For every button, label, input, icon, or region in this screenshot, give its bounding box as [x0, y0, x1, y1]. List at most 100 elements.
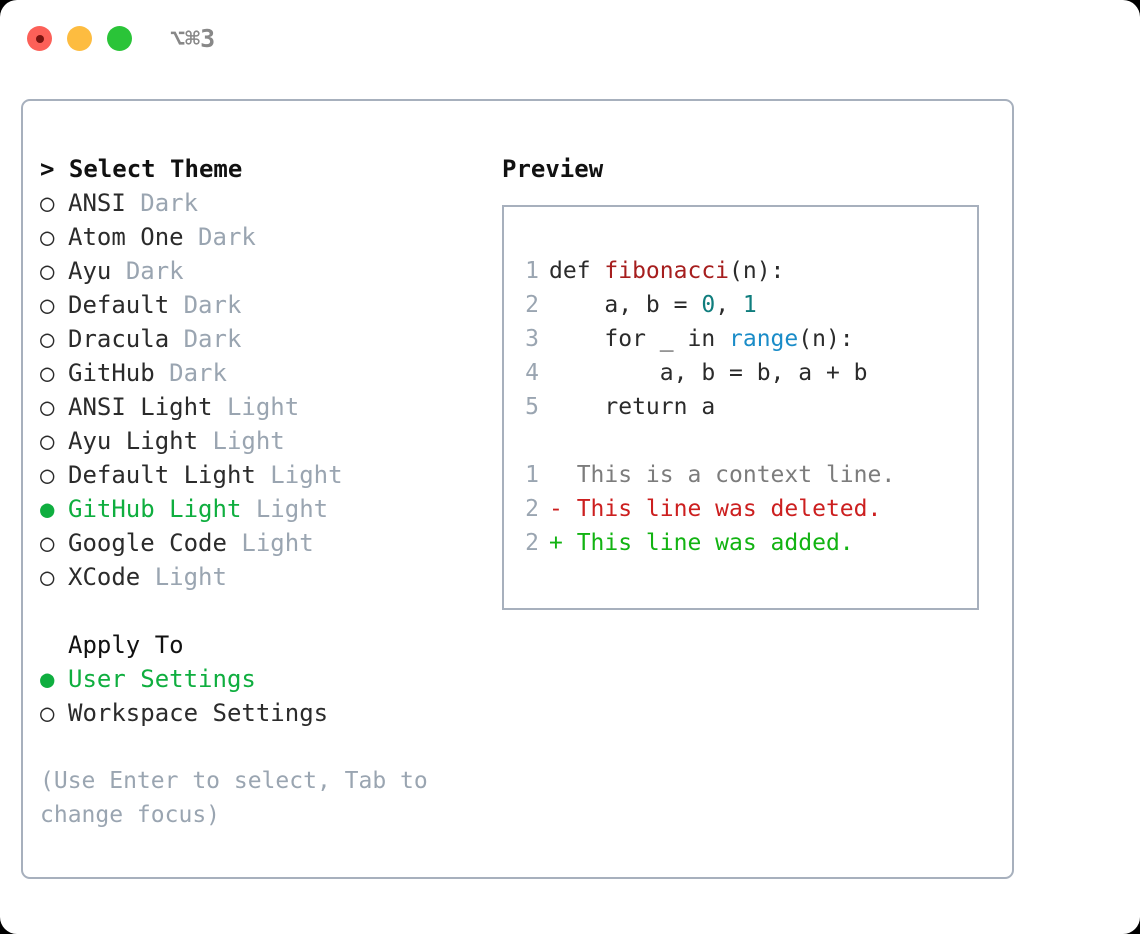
theme-option[interactable]: ○ Atom One Dark: [40, 220, 500, 254]
code-token: a, b = b, a + b: [549, 360, 868, 386]
line-number: 2: [525, 292, 539, 318]
theme-option-category: Dark: [183, 325, 242, 353]
theme-option-label: GitHub: [68, 359, 155, 387]
close-window-button[interactable]: [27, 26, 52, 51]
diff-line-text: + This line was added.: [549, 530, 854, 556]
apply-to-list: ● User Settings ○ Workspace Settings: [40, 662, 500, 730]
code-spacer: [517, 424, 895, 458]
theme-list: ○ANSI Dark○Atom One Dark○Ayu Dark○Defaul…: [40, 186, 500, 594]
keyboard-shortcut-label: ⌥⌘3: [170, 24, 216, 53]
apply-to-option-label: Workspace Settings: [68, 699, 329, 727]
radio-unselected-icon: ○: [40, 393, 55, 421]
radio-unselected-icon: ○: [40, 325, 55, 353]
theme-option-category: Light: [212, 427, 285, 455]
line-number: 4: [525, 360, 539, 386]
minimize-window-button[interactable]: [67, 26, 92, 51]
theme-option-category: Light: [154, 563, 227, 591]
code-token: return a: [549, 394, 716, 420]
theme-option[interactable]: ○ANSI Dark: [40, 186, 500, 220]
diff-line: 1 This is a context line.: [517, 458, 895, 492]
radio-unselected-icon: ○: [40, 257, 55, 285]
radio-selected-icon: ●: [40, 665, 55, 693]
line-number: 2: [525, 496, 539, 522]
select-theme-heading: > Select Theme: [40, 155, 243, 183]
code-line: 5 return a: [517, 390, 895, 424]
diff-line-text: - This line was deleted.: [549, 496, 882, 522]
theme-option-label: ANSI Light: [68, 393, 213, 421]
code-line: 3 for _ in range(n):: [517, 322, 895, 356]
theme-option-label: Ayu: [68, 257, 112, 285]
code-token: (n):: [798, 326, 854, 352]
theme-option-category: Light: [270, 461, 343, 489]
line-number: 5: [525, 394, 539, 420]
theme-option[interactable]: ○ Default Light Light: [40, 458, 500, 492]
radio-unselected-icon: ○: [40, 359, 55, 387]
theme-option-category: Light: [255, 495, 329, 523]
theme-option-label: Default Light: [68, 461, 256, 489]
theme-option[interactable]: ● GitHub Light Light: [40, 492, 500, 526]
apply-to-option[interactable]: ○ Workspace Settings: [40, 696, 500, 730]
theme-option-label: Ayu Light: [68, 427, 199, 455]
theme-option-label: Dracula: [68, 325, 170, 353]
theme-option[interactable]: ○ ANSI Light Light: [40, 390, 500, 424]
radio-unselected-icon: ○: [40, 291, 55, 319]
theme-option-category: Light: [226, 393, 300, 421]
theme-option[interactable]: ○ XCode Light: [40, 560, 500, 594]
theme-option-category: Dark: [198, 223, 256, 251]
code-token: 0: [701, 292, 716, 318]
code-line: 2 a, b = 0, 1: [517, 288, 895, 322]
radio-unselected-icon: ○: [40, 699, 55, 727]
apply-to-option[interactable]: ● User Settings: [40, 662, 500, 696]
code-token: def: [549, 258, 605, 284]
keyboard-hint-text: (Use Enter to select, Tab to change focu…: [40, 768, 428, 828]
theme-option[interactable]: ○ Dracula Dark: [40, 322, 500, 356]
maximize-window-button[interactable]: [107, 26, 132, 51]
title-bar: ⌥⌘3: [0, 0, 1140, 78]
theme-option-label: Default: [68, 291, 170, 319]
diff-line-text: This is a context line.: [549, 462, 896, 488]
theme-option-category: Dark: [125, 257, 184, 285]
code-token: 1: [742, 292, 757, 318]
code-line: 4 a, b = b, a + b: [517, 356, 895, 390]
code-token: for _ in: [549, 326, 730, 352]
line-number: 1: [525, 258, 539, 284]
theme-option-label: Atom One: [68, 223, 184, 251]
radio-unselected-icon: ○: [40, 461, 55, 489]
theme-option[interactable]: ○ Default Dark: [40, 288, 500, 322]
apply-to-heading: Apply To: [68, 631, 184, 659]
radio-unselected-icon: ○: [40, 223, 55, 251]
theme-option-category: Dark: [140, 189, 199, 217]
theme-option-category: Light: [241, 529, 314, 557]
theme-option[interactable]: ○ GitHub Dark: [40, 356, 500, 390]
radio-unselected-icon: ○: [40, 563, 55, 591]
apply-to-section: Apply To ● User Settings ○ Workspace Settin…: [40, 628, 500, 730]
diff-line: 2 + This line was added.: [517, 526, 895, 560]
apply-to-option-label: User Settings: [68, 665, 256, 693]
diff-line: 2 - This line was deleted.: [517, 492, 895, 526]
theme-option[interactable]: ○Ayu Light Light: [40, 424, 500, 458]
code-token: ,: [715, 292, 743, 318]
theme-option[interactable]: ○ Ayu Dark: [40, 254, 500, 288]
line-number: 1: [525, 462, 539, 488]
theme-option-category: Dark: [169, 359, 227, 387]
code-token: (n):: [729, 258, 785, 284]
radio-unselected-icon: ○: [40, 189, 55, 217]
code-line: 1 def fibonacci(n):: [517, 254, 895, 288]
theme-option-label: GitHub Light: [68, 495, 242, 523]
code-token: a, b =: [549, 292, 702, 318]
code-token: range: [729, 326, 799, 352]
theme-option[interactable]: ○Google Code Light: [40, 526, 500, 560]
line-number: 3: [525, 326, 539, 352]
main-panel: > Select Theme ○ANSI Dark○Atom One Dark○…: [21, 99, 1014, 879]
code-token: fibonacci: [604, 258, 730, 284]
preview-heading: Preview: [502, 155, 604, 183]
line-number: 2: [525, 530, 539, 556]
theme-option-category: Dark: [183, 291, 242, 319]
radio-selected-icon: ●: [40, 495, 55, 523]
theme-option-label: XCode: [68, 563, 141, 591]
radio-unselected-icon: ○: [40, 529, 55, 557]
